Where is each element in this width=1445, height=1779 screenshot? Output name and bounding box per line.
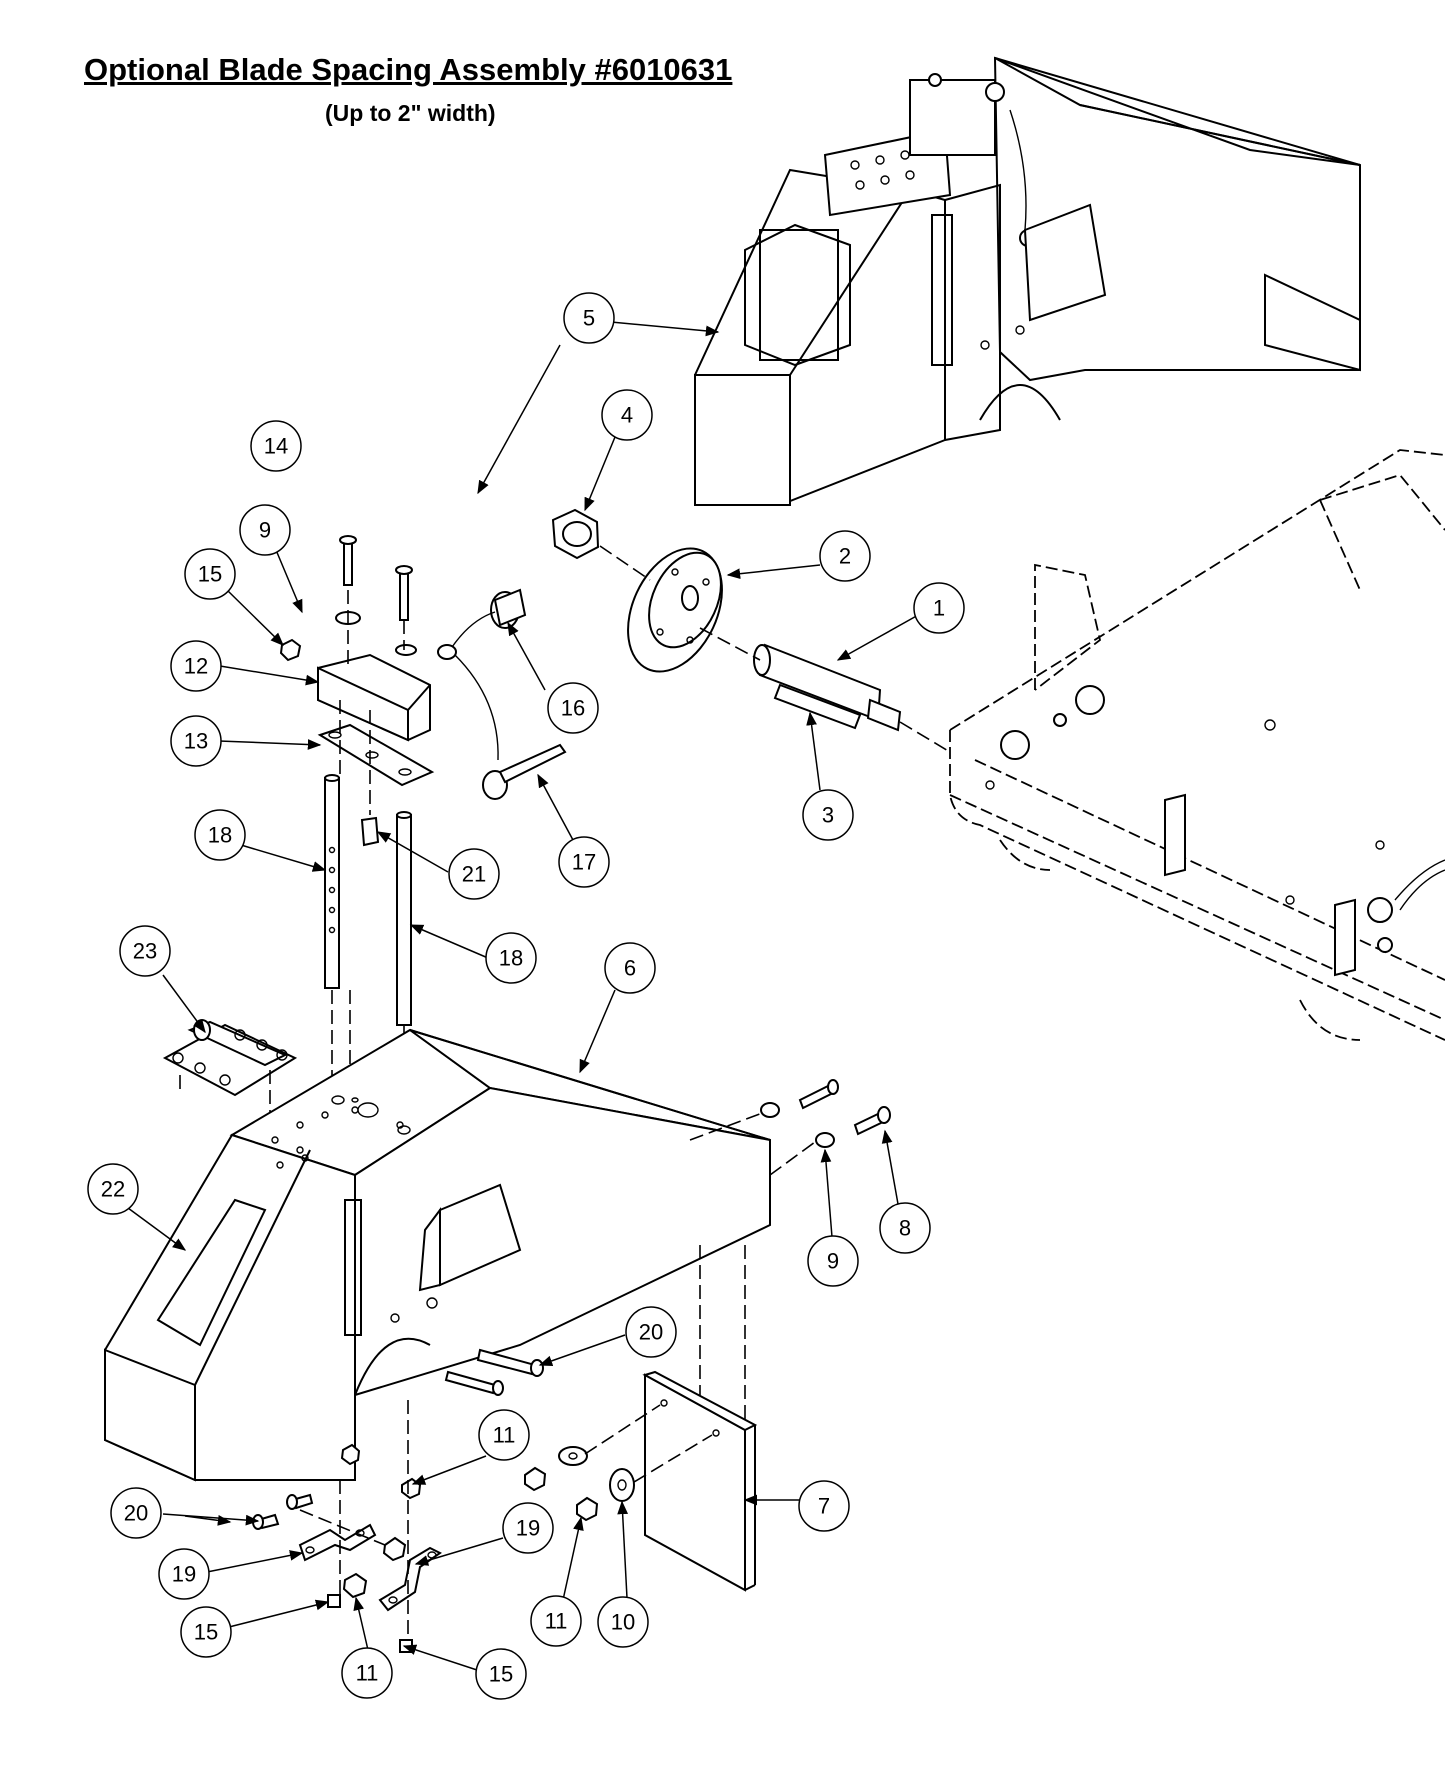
svg-text:9: 9 xyxy=(827,1249,839,1274)
svg-text:13: 13 xyxy=(184,729,208,754)
callout-21: 21 xyxy=(448,848,500,900)
cover-plate xyxy=(444,1079,891,1592)
svg-text:3: 3 xyxy=(822,803,834,828)
callout-15: 15 xyxy=(184,548,236,600)
callout-20: 20 xyxy=(110,1487,162,1539)
callout-11: 11 xyxy=(341,1647,393,1699)
callout-18: 18 xyxy=(485,932,537,984)
svg-text:22: 22 xyxy=(101,1177,125,1202)
svg-text:18: 18 xyxy=(499,946,523,971)
callout-12: 12 xyxy=(170,640,222,692)
callout-13: 13 xyxy=(170,715,222,767)
callout-17: 17 xyxy=(558,836,610,888)
callout-4: 4 xyxy=(601,389,653,441)
svg-text:20: 20 xyxy=(639,1320,663,1345)
callout-11: 11 xyxy=(478,1409,530,1461)
post-assembly xyxy=(279,535,567,1105)
upper-blade-guard xyxy=(694,56,1361,506)
hinge xyxy=(162,1019,298,1120)
callout-18: 18 xyxy=(194,809,246,861)
callout-20: 20 xyxy=(625,1306,677,1358)
callout-14: 14 xyxy=(250,420,302,472)
svg-text:11: 11 xyxy=(545,1609,568,1634)
svg-text:9: 9 xyxy=(259,518,271,543)
lower-blade-guard xyxy=(104,1028,771,1482)
svg-text:5: 5 xyxy=(583,306,595,331)
saw-deck xyxy=(949,449,1445,1041)
svg-text:11: 11 xyxy=(493,1423,516,1448)
svg-text:18: 18 xyxy=(208,823,232,848)
callout-15: 15 xyxy=(180,1606,232,1658)
svg-text:15: 15 xyxy=(489,1662,513,1687)
callout-2: 2 xyxy=(819,530,871,582)
diagram-title: Optional Blade Spacing Assembly #6010631 xyxy=(84,52,733,87)
callout-16: 16 xyxy=(547,682,599,734)
diagram-subtitle: (Up to 2" width) xyxy=(325,100,496,126)
callout-1: 1 xyxy=(913,582,965,634)
callout-8: 8 xyxy=(879,1202,931,1254)
svg-text:19: 19 xyxy=(516,1516,540,1541)
svg-text:10: 10 xyxy=(611,1610,635,1635)
callout-11: 11 xyxy=(530,1595,582,1647)
callout-10: 10 xyxy=(597,1596,649,1648)
svg-text:11: 11 xyxy=(356,1661,379,1686)
callout-19: 19 xyxy=(158,1548,210,1600)
leader-lines xyxy=(127,321,921,1671)
svg-text:20: 20 xyxy=(124,1501,148,1526)
callout-bubbles: 1 2 3 4 5 6 7 8 9 9 10 11 11 11 12 13 14… xyxy=(87,292,965,1700)
svg-text:7: 7 xyxy=(818,1494,830,1519)
svg-text:23: 23 xyxy=(133,939,157,964)
arbor-parts xyxy=(551,508,951,753)
svg-text:1: 1 xyxy=(933,596,945,621)
svg-text:15: 15 xyxy=(198,562,222,587)
callout-3: 3 xyxy=(802,789,854,841)
svg-text:4: 4 xyxy=(621,403,633,428)
callout-9: 9 xyxy=(807,1235,859,1287)
svg-text:12: 12 xyxy=(184,654,208,679)
svg-text:19: 19 xyxy=(172,1562,196,1587)
svg-text:8: 8 xyxy=(899,1216,911,1241)
svg-text:21: 21 xyxy=(462,862,486,887)
svg-text:6: 6 xyxy=(624,956,636,981)
callout-7: 7 xyxy=(798,1480,850,1532)
callout-15: 15 xyxy=(475,1648,527,1700)
callout-9: 9 xyxy=(239,504,291,556)
svg-text:15: 15 xyxy=(194,1620,218,1645)
callout-5: 5 xyxy=(563,292,615,344)
svg-text:14: 14 xyxy=(264,434,288,459)
callout-22: 22 xyxy=(87,1163,139,1215)
svg-text:17: 17 xyxy=(572,850,596,875)
callout-23: 23 xyxy=(119,925,171,977)
callout-6: 6 xyxy=(604,942,656,994)
callout-19: 19 xyxy=(502,1502,554,1554)
svg-text:2: 2 xyxy=(839,544,851,569)
svg-text:16: 16 xyxy=(561,696,585,721)
